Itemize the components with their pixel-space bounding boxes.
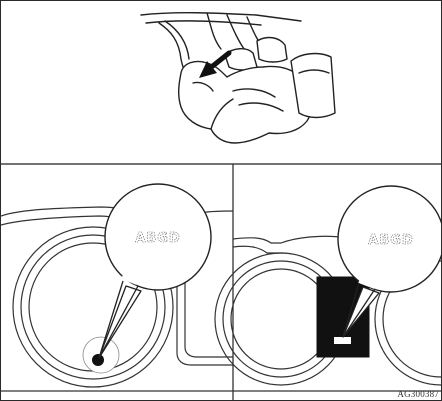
indicator-highlight-right — [334, 337, 351, 344]
callout-bubble-left — [98, 183, 212, 359]
finger-pressing-button-icon — [140, 12, 336, 144]
display-panel-dark — [316, 276, 370, 358]
bubble-left-text: ABGD — [135, 231, 180, 246]
callout-bubble-right — [337, 185, 441, 338]
press-arrow-icon — [199, 50, 232, 78]
indicator-dot-left — [92, 354, 104, 366]
bubble-right-text: ABGD — [368, 233, 413, 248]
figure-code: AG300387 — [397, 389, 439, 399]
